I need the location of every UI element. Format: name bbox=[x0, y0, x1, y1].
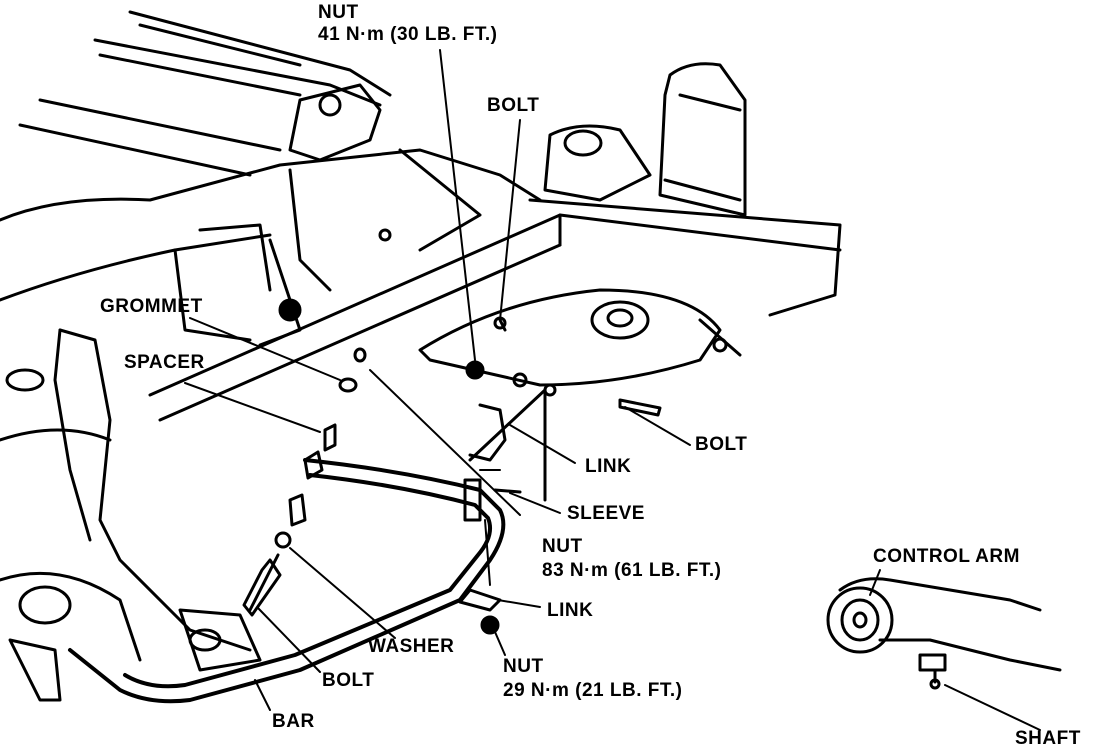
label-sleeve: SLEEVE bbox=[567, 503, 645, 524]
label-nut-bottom: NUT bbox=[503, 656, 544, 677]
control-arm-inset bbox=[826, 577, 1062, 690]
label-washer: WASHER bbox=[368, 636, 455, 657]
label-grommet: GROMMET bbox=[100, 296, 203, 317]
label-nut-top-torque: 41 N·m (30 LB. FT.) bbox=[318, 24, 498, 45]
label-bolt-top: BOLT bbox=[487, 95, 540, 116]
frame-rails bbox=[18, 10, 392, 177]
label-spacer: SPACER bbox=[124, 352, 205, 373]
label-link-lower: LINK bbox=[547, 600, 594, 621]
mount-plate bbox=[418, 288, 742, 387]
label-nut-bottom-torque: 29 N·m (21 LB. FT.) bbox=[503, 680, 683, 701]
crossmember bbox=[0, 148, 542, 347]
stabilizer-bar bbox=[68, 458, 506, 704]
label-nut-top: NUT bbox=[318, 2, 359, 23]
label-nut-mid: NUT bbox=[542, 536, 583, 557]
label-bar: BAR bbox=[272, 711, 315, 732]
label-bolt-bottom: BOLT bbox=[322, 670, 375, 691]
frame-beam bbox=[148, 124, 842, 422]
label-link-upper: LINK bbox=[585, 456, 632, 477]
label-bolt-right: BOLT bbox=[695, 434, 748, 455]
leader-lines bbox=[184, 49, 1041, 731]
label-control-arm: CONTROL ARM bbox=[873, 546, 1020, 567]
knuckle-assembly bbox=[0, 328, 262, 702]
label-shaft: SHAFT bbox=[1015, 728, 1081, 749]
hardware bbox=[242, 316, 662, 635]
mount-bracket bbox=[658, 62, 747, 217]
label-nut-mid-torque: 83 N·m (61 LB. FT.) bbox=[542, 560, 722, 581]
